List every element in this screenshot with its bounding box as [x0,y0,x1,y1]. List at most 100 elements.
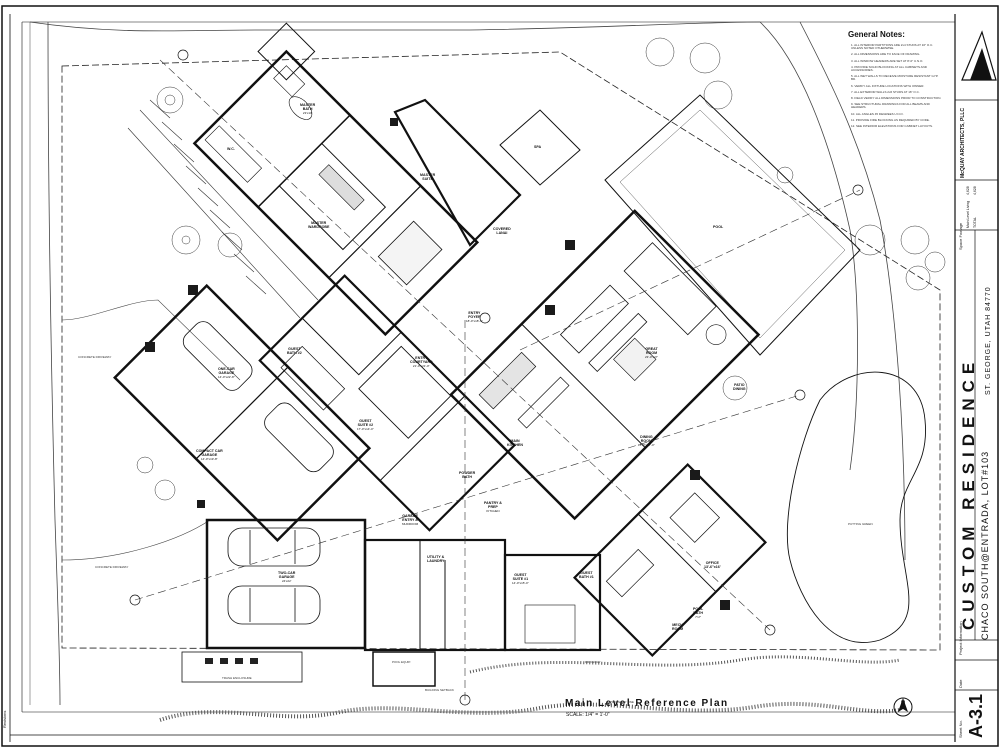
guest-bed-1 [524,604,576,644]
room-spa: SPA [534,145,542,150]
room-label-line: ENTRY & [402,517,418,522]
room-label-line: TWO-CAR [278,571,296,575]
room-label-line: FOYER [468,314,481,319]
room-label-line: W.C. [227,147,235,151]
room-label-line: 7'x7' [695,614,702,619]
reference-lines [134,59,861,700]
label-building-setback: BUILDING SETBACK [425,688,455,692]
room-label-line: PREP [488,504,498,509]
room-wc: W.C. [227,147,235,152]
putting-green [786,371,927,643]
project-title: CUSTOM RESIDENCE [959,356,978,630]
room-label-line: COURTYARD [410,359,433,364]
room-label-line: ONE-CAR [218,367,235,371]
room-utility-laundry: UTILITY &LAUNDRY [427,555,444,564]
general-note: 4. PROVIDE SOLID BLOCKING AT ALL CABINET… [851,64,927,73]
title-block-lines [955,99,998,691]
square-footage-label: Space Footage [958,222,963,250]
car-1 [227,527,321,567]
label-putting-green: PUTTING GREEN [848,522,873,526]
room-label-line: WARDROBE [308,224,330,229]
room-label-line: 23'-0"x27' [645,354,659,359]
pool-equip [372,651,436,687]
pool-outline [604,94,861,356]
general-note: 6. VERIFY ALL FIXTURE LOCATIONS WITH OWN… [851,83,925,88]
north-arrow-icon [893,697,913,717]
room-label-line: GARAGE [218,370,235,375]
room-label-line: DINING [640,435,653,439]
general-note: 10. ALL ANGLES 45 DEGREES U.N.O. [851,111,904,116]
main-level-sf: 4,628 [966,186,970,195]
date-label: Date [958,679,963,688]
main-level-label: Main Level Living [966,200,970,228]
great-room-wing [449,209,761,521]
general-note: 12. SEE INTERIOR ELEVATIONS FOR CABINET … [851,124,933,129]
room-label-line: 24'x22' [282,578,292,583]
road-edge-curve-2 [799,21,906,561]
general-note: 2. ALL DIMENSIONS ARE TO FACE OF FRAMING… [851,52,921,57]
general-note: 7. ALL EXTERIOR WALLS 2x6 STUDS AT 16" O… [851,89,920,94]
room-label-line: BATH [462,474,472,479]
north-label: N [900,701,906,707]
firm-logo-icon [961,30,997,81]
revisions-label: Revisions [2,710,7,728]
room-label-line: SUITE #1 [512,576,529,581]
room-label-line: SUITE [422,176,433,181]
road-edge-curve-1 [759,21,858,471]
trash-bins [205,658,258,664]
room-label-line: ROOM [672,626,684,631]
room-label-line: GARAGE [402,514,418,518]
drawing-scale: SCALE: 1/4" = 1'-0" [566,712,610,718]
columns [145,118,730,610]
pool-inner [619,109,846,339]
label-concrete-driveway: CONCRETE DRIVEWAY [78,355,112,359]
total-sf: 4,628 [973,186,977,195]
room-label-line: MUDROOM [402,521,419,526]
car-2 [227,585,321,625]
room-label-line: SUITE #2 [357,422,374,427]
room-label-line: 14'-0"x15'-0" [512,580,529,585]
road-edge-top [29,21,761,32]
landscape-strip-2 [469,655,901,674]
general-note: 11. PROVIDE FIRE BLOCKING AS REQUIRED BY… [851,117,930,122]
trash-enclosure [181,651,303,683]
room-label-line: KITCHEN [486,508,500,513]
sheet-number: A-3.1 [966,693,986,738]
label-driveway: DRIVEWAY [585,660,601,664]
room-label-line: DINING [733,386,746,391]
general-notes-list: 1. ALL INTERIOR PARTITIONS ARE 2x4 STUDS… [851,43,946,131]
room-label-line: SPA [534,145,542,149]
room-label-line: BATH [302,106,313,111]
drawing-title: Main Level Reference Plan [565,698,729,709]
driveway-curve-2 [61,519,211,561]
label-trash-enclosure: TRASH ENCLOSURE [222,676,252,680]
room-label-line: 21'-0"x21'-0" [412,363,430,368]
room-label-line: GUEST [514,573,527,577]
room-label-line: ROOM [640,438,652,443]
room-label-line: KITCHEN [507,442,523,447]
project-city: ST. GEORGE, UTAH 84770 [985,286,992,395]
garage-wing [113,283,372,542]
general-note: 1. ALL INTERIOR PARTITIONS ARE 2x4 STUDS… [851,43,934,51]
room-label-line: MECH [672,623,683,627]
room-label-line: MAIN [510,439,520,443]
room-label-line: 15'-0"x17'-0" [638,442,655,447]
master-suite-outline [393,98,522,247]
spa-outline [499,109,581,186]
firm-name: McQUAY ARCHITECTS, PLLC [960,107,966,178]
